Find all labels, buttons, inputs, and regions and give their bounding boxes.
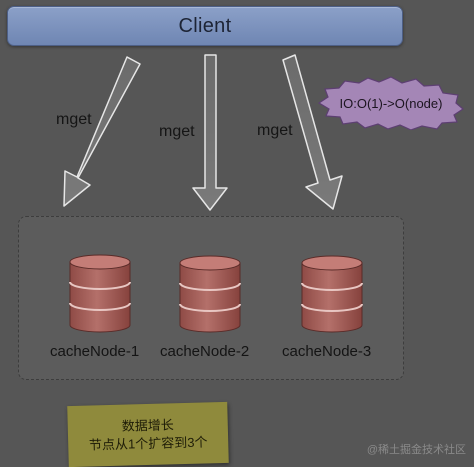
cache-node-2-icon xyxy=(179,255,241,333)
mget-label-1: mget xyxy=(56,111,92,128)
arrow-to-node-2 xyxy=(192,54,228,211)
mget-label-2: mget xyxy=(159,123,195,140)
arrow-to-node-3 xyxy=(282,54,343,210)
cache-node-1-label: cacheNode-1 xyxy=(50,343,140,360)
client-label: Client xyxy=(178,14,232,37)
arrow-to-node-1 xyxy=(63,56,141,207)
sticky-note: 数据增长 节点从1个扩容到3个 xyxy=(67,401,229,467)
cache-node-1-icon xyxy=(69,254,131,333)
complexity-badge-text: IO:O(1)->O(node) xyxy=(339,95,443,111)
sticky-note-line-2: 节点从1个扩容到3个 xyxy=(88,433,208,453)
client-box: Client xyxy=(7,6,403,46)
cache-node-3-icon xyxy=(301,255,363,333)
complexity-badge: IO:O(1)->O(node) xyxy=(318,76,464,130)
badge-burst-shape xyxy=(318,76,464,130)
watermark: @稀土掘金技术社区 xyxy=(366,444,466,456)
sticky-note-line-1: 数据增长 xyxy=(121,416,174,434)
mget-label-3: mget xyxy=(257,122,293,139)
cache-node-2-label: cacheNode-2 xyxy=(160,343,250,360)
cache-node-3-label: cacheNode-3 xyxy=(282,343,372,360)
